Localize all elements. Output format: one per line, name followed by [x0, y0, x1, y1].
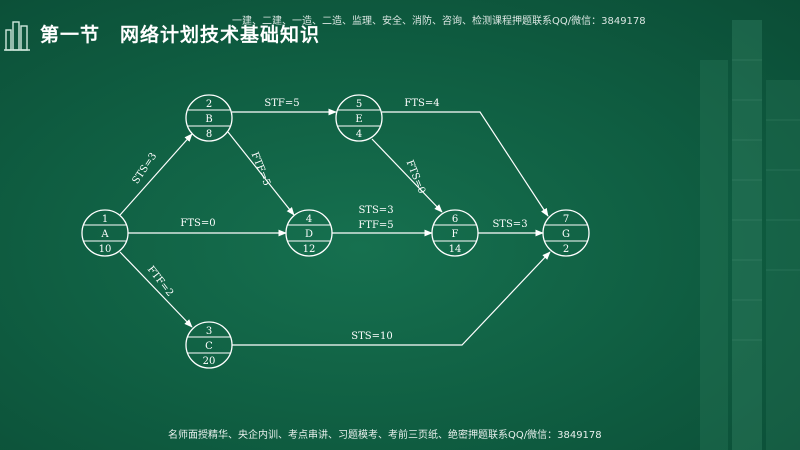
node-text: F — [452, 229, 459, 240]
edge-line — [119, 251, 193, 328]
node-text: C — [205, 341, 213, 352]
edge-a-b: STS=3 — [119, 133, 193, 216]
node-text: 5 — [356, 99, 362, 110]
edge-label: STS=3 — [131, 151, 160, 186]
node-g: 7G 2 — [542, 209, 590, 257]
node-e: 5E 4 — [335, 94, 383, 142]
edge-label: STS=3 — [358, 205, 393, 216]
node-circle — [335, 94, 383, 142]
edge-line — [232, 251, 551, 346]
node-text: B — [205, 114, 212, 125]
node-text: 4 — [306, 214, 312, 225]
edge-a-d: FTS=0 — [128, 218, 287, 237]
node-text: D — [305, 229, 313, 240]
node-circle — [185, 94, 233, 142]
edge-b-e: STF=5 — [232, 98, 337, 116]
node-f: 6F 14 — [431, 209, 479, 257]
node-c: 3C 20 — [185, 321, 233, 369]
node-b: 2B 8 — [185, 94, 233, 142]
node-text: 2 — [563, 244, 569, 255]
edge-a-c: FTF=2 — [119, 251, 193, 328]
edge-b-d: FTF=5 — [227, 131, 295, 216]
edge-label: STS=10 — [351, 331, 392, 342]
node-text: 10 — [99, 244, 112, 255]
node-text: 3 — [206, 326, 212, 337]
edge-label: STS=3 — [492, 219, 527, 230]
node-circle — [431, 209, 479, 257]
edge-label: STF=5 — [264, 98, 299, 109]
node-text: 4 — [356, 129, 362, 140]
watermark-bottom: 名师面授精华、央企内训、考点串讲、习题模考、考前三页纸、绝密押题联系QQ/微信：… — [168, 430, 602, 441]
node-text: 20 — [203, 356, 216, 367]
watermark-top: 一建、二建、一造、二造、监理、安全、消防、咨询、检测课程押题联系QQ/微信：38… — [232, 16, 646, 27]
edge-f-g: STS=3 — [478, 219, 544, 237]
edge-label: FTF=5 — [249, 151, 272, 188]
edge-label: FTS=0 — [180, 218, 215, 229]
node-text: 14 — [449, 244, 462, 255]
node-text: 8 — [206, 129, 212, 140]
edge-c-g: STS=10 — [232, 251, 551, 346]
node-d: 4D 12 — [285, 209, 333, 257]
building-decoration — [700, 20, 800, 450]
node-text: 7 — [563, 214, 569, 225]
node-text: G — [562, 229, 570, 240]
node-circle — [185, 321, 233, 369]
building-logo-icon — [4, 21, 30, 51]
edge-e-f: FTS=0 — [371, 138, 443, 213]
node-circle — [81, 209, 129, 257]
edge-line — [227, 131, 295, 216]
node-text: A — [100, 229, 109, 240]
edge-line — [371, 138, 443, 213]
edge-label: FTF=5 — [358, 220, 393, 231]
node-circle — [285, 209, 333, 257]
node-text: 6 — [452, 214, 458, 225]
node-a: 1A 10 — [81, 209, 129, 257]
page-title: 第一节 网络计划技术基础知识 — [40, 24, 321, 46]
node-text: E — [355, 114, 362, 125]
edge-label: FTS=4 — [404, 98, 439, 109]
edge-e-g: FTS=4 — [382, 98, 549, 217]
edge-line — [382, 111, 549, 217]
edge-label: FTS=0 — [404, 159, 427, 196]
edge-line — [119, 133, 193, 216]
node-text: 2 — [206, 99, 212, 110]
node-text: 1 — [102, 214, 108, 225]
node-text: 12 — [303, 244, 316, 255]
node-circle — [542, 209, 590, 257]
